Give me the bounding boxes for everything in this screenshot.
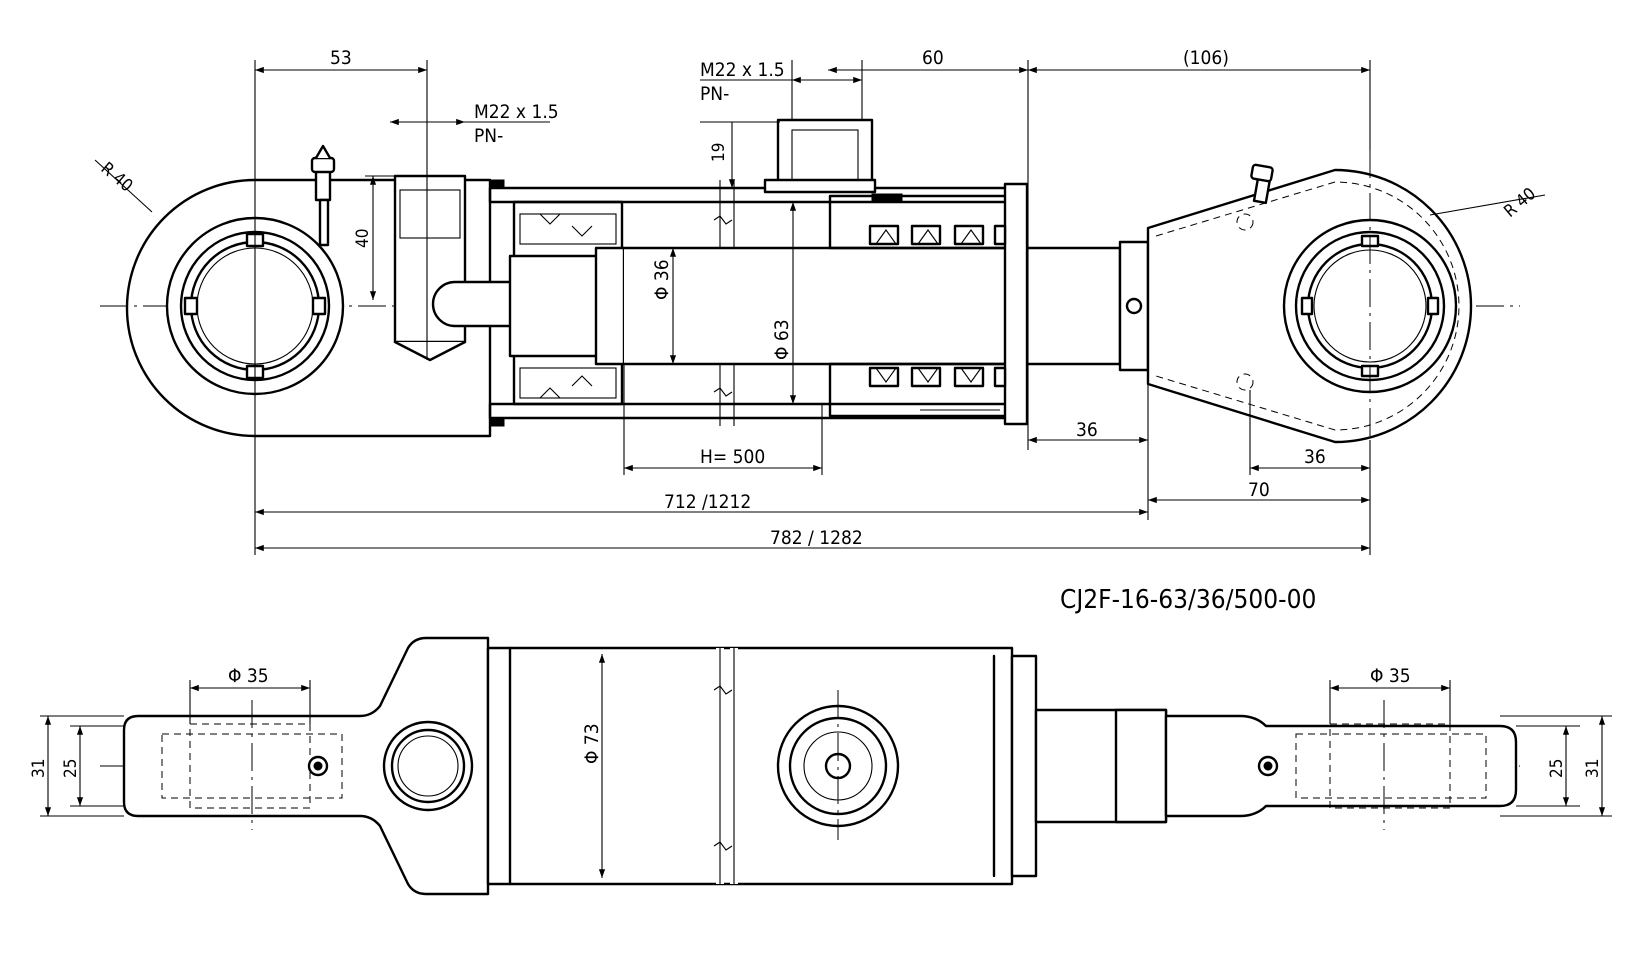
outside-view: Φ 35 Φ 35 Φ 73 31 25 25 31 bbox=[29, 636, 1612, 896]
height-31-left: 31 bbox=[29, 759, 49, 778]
grease-nipple-right-icon bbox=[1250, 163, 1274, 205]
piston-rod bbox=[622, 240, 1150, 372]
rod-gland bbox=[763, 118, 1029, 426]
dim-36-eye: 36 bbox=[1304, 446, 1326, 468]
grease-nipple-left-icon bbox=[310, 144, 336, 247]
top-dimensions bbox=[94, 60, 1546, 555]
dia-35-right: Φ 35 bbox=[1370, 665, 1411, 687]
rod-eye-outline bbox=[1164, 714, 1518, 818]
dia-63: Φ 63 bbox=[771, 319, 793, 360]
radius-left: R 40 bbox=[97, 159, 137, 197]
port-right-pn: PN- bbox=[700, 83, 729, 105]
dim-60: 60 bbox=[922, 47, 944, 69]
rear-clevis-outline bbox=[122, 636, 490, 896]
dim-19: 19 bbox=[709, 143, 729, 162]
height-25-left: 25 bbox=[61, 759, 81, 778]
height-25-right: 25 bbox=[1547, 759, 1567, 778]
part-designation: CJ2F-16-63/36/500-00 bbox=[1060, 585, 1316, 615]
length-total: 782 / 1282 bbox=[770, 527, 863, 549]
dim-106: (106) bbox=[1183, 47, 1229, 69]
height-31-right: 31 bbox=[1583, 759, 1603, 778]
piston bbox=[508, 200, 626, 406]
length-pin-to-pin: 712 /1212 bbox=[664, 491, 751, 513]
dim-36-rod: 36 bbox=[1076, 419, 1098, 441]
port-left-pn: PN- bbox=[474, 125, 503, 147]
port-left-thread: M22 x 1.5 bbox=[474, 101, 559, 123]
dim-70: 70 bbox=[1248, 479, 1270, 501]
dia-36: Φ 36 bbox=[651, 259, 673, 300]
rod-end-eye bbox=[1146, 150, 1473, 480]
dia-73: Φ 73 bbox=[581, 723, 603, 764]
dim-40: 40 bbox=[353, 229, 373, 248]
radius-right: R 40 bbox=[1500, 184, 1540, 222]
port-right-thread: M22 x 1.5 bbox=[700, 59, 785, 81]
dim-53: 53 bbox=[330, 47, 352, 69]
stroke-h500: H= 500 bbox=[700, 446, 765, 468]
dia-35-left: Φ 35 bbox=[228, 665, 269, 687]
section-view: 53 M22 x 1.5 PN- M22 x 1.5 PN- 60 (106) … bbox=[94, 47, 1546, 555]
